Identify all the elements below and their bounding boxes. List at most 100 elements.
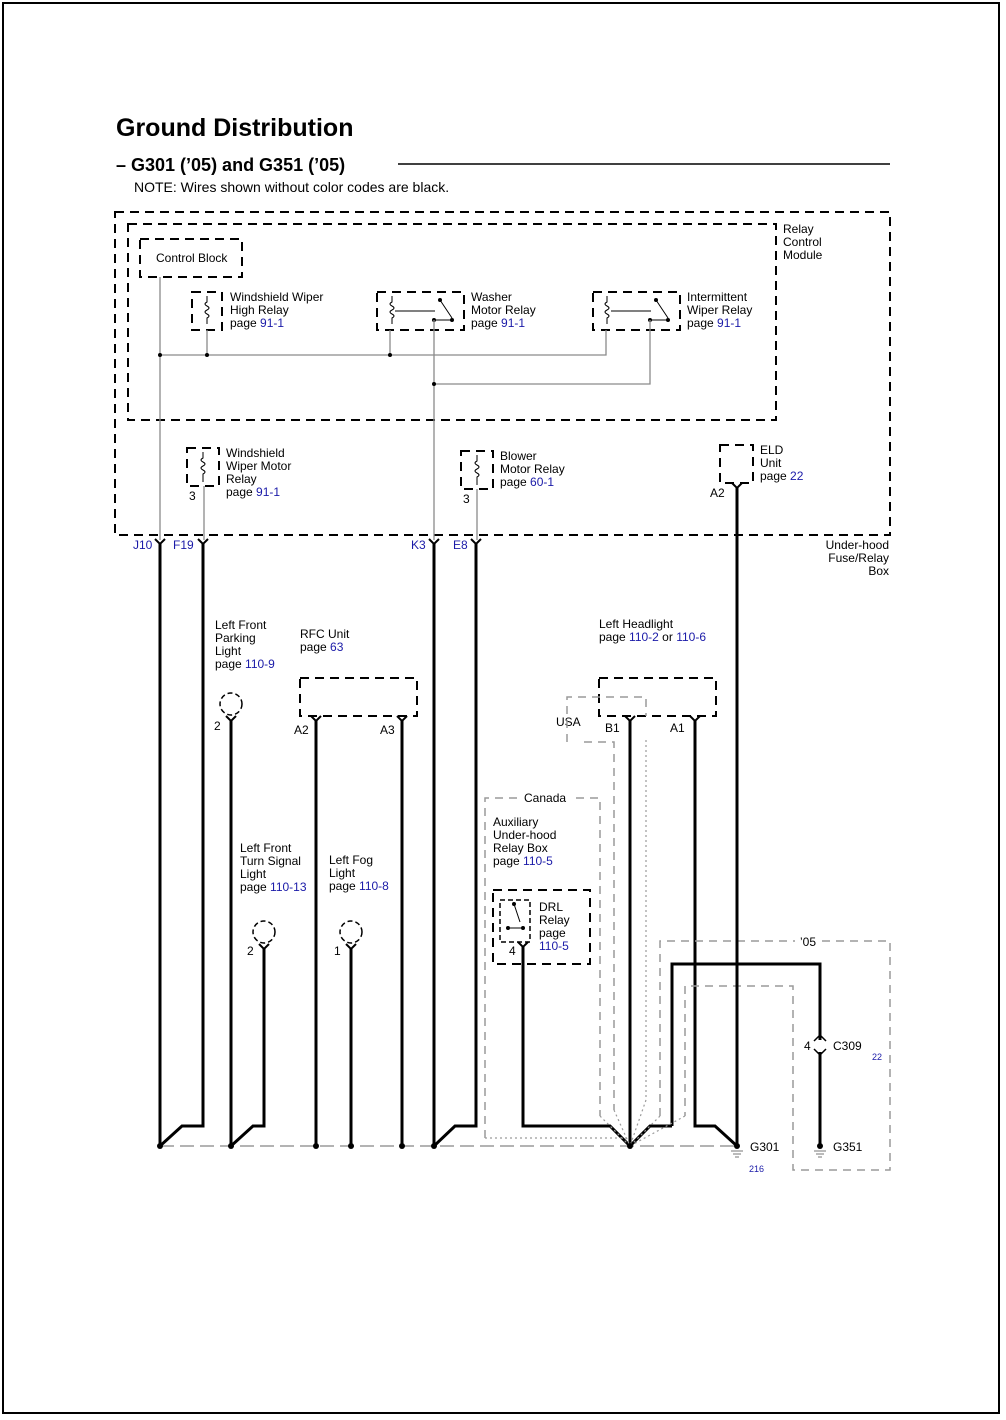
control-block-label: Control Block bbox=[156, 251, 228, 265]
ws-high-relay-label: Windshield Wiper High Relay page 91-1 bbox=[230, 290, 323, 330]
headlight-pin-a1: A1 bbox=[670, 721, 685, 735]
pin-j10: J10 bbox=[133, 538, 153, 552]
eld-unit-box bbox=[719, 444, 754, 484]
svg-text:Under-hood: Under-hood bbox=[826, 538, 889, 552]
turn-light-bulb-icon bbox=[252, 920, 276, 944]
g301-label: G301 bbox=[750, 1140, 780, 1154]
svg-text:Turn Signal: Turn Signal bbox=[240, 854, 301, 868]
usa-variant-line bbox=[584, 741, 615, 1110]
int-wiper-relay-switch-icon bbox=[611, 299, 669, 321]
svg-text:page 63: page 63 bbox=[300, 640, 344, 654]
rfc-unit-label: RFC Unit page 63 bbox=[300, 627, 350, 654]
aux-box-outline bbox=[492, 889, 591, 965]
svg-text:Module: Module bbox=[783, 248, 823, 262]
svg-text:Fuse/Relay: Fuse/Relay bbox=[828, 551, 889, 565]
int-wiper-relay-coil-icon bbox=[604, 296, 610, 324]
eld-pin: A2 bbox=[710, 486, 725, 500]
svg-text:ELD: ELD bbox=[760, 443, 784, 457]
usa-label: USA bbox=[556, 715, 581, 729]
pin-f19: F19 bbox=[173, 538, 194, 552]
svg-text:Under-hood: Under-hood bbox=[493, 828, 556, 842]
headlight-box bbox=[598, 677, 717, 717]
pin-k3: K3 bbox=[411, 538, 426, 552]
svg-text:Light: Light bbox=[329, 866, 356, 880]
canada-label: Canada bbox=[524, 791, 566, 805]
svg-text:Wiper Motor: Wiper Motor bbox=[226, 459, 291, 473]
usa-bracket bbox=[566, 696, 647, 742]
svg-text:Left Front: Left Front bbox=[215, 618, 267, 632]
headlight-a1-wire bbox=[693, 720, 739, 1148]
blower-relay-label: Blower Motor Relay page 60-1 bbox=[500, 449, 565, 489]
turn-light-wire bbox=[229, 948, 266, 1148]
svg-text:DRL: DRL bbox=[539, 900, 563, 914]
c309-page: 22 bbox=[872, 1052, 882, 1062]
variant-dotted-lines bbox=[485, 740, 686, 1147]
canada-bracket-right bbox=[576, 797, 601, 1116]
svg-text:Left Front: Left Front bbox=[240, 841, 292, 855]
turn-light-label: Left Front Turn Signal Light page 110-13 bbox=[240, 841, 307, 894]
ws-motor-relay-label: Windshield Wiper Motor Relay page 91-1 bbox=[226, 446, 291, 499]
svg-text:Relay Box: Relay Box bbox=[493, 841, 548, 855]
headlight-label: Left Headlight page 110-2 or 110-6 bbox=[599, 617, 706, 644]
ws-high-relay-coil-icon bbox=[204, 296, 210, 324]
page-subtitle: – G301 (’05) and G351 (’05) bbox=[116, 155, 345, 175]
rfc-pin-a2: A2 bbox=[294, 723, 309, 737]
svg-text:Windshield Wiper: Windshield Wiper bbox=[230, 290, 323, 304]
washer-relay-switch-icon bbox=[395, 299, 453, 321]
fog-light-bulb-icon bbox=[339, 920, 363, 944]
svg-text:Intermittent: Intermittent bbox=[687, 290, 748, 304]
g351-ground-icon bbox=[814, 1150, 826, 1158]
ws-motor-relay-coil-icon bbox=[200, 452, 206, 482]
parking-light-pin: 2 bbox=[214, 719, 221, 733]
canada-bracket-left bbox=[484, 797, 518, 1138]
svg-text:Windshield: Windshield bbox=[226, 446, 285, 460]
svg-text:page 110-2 or 110-6: page 110-2 or 110-6 bbox=[599, 630, 706, 644]
c309-name: C309 bbox=[833, 1039, 862, 1053]
g351-label: G351 bbox=[833, 1140, 863, 1154]
svg-text:Relay: Relay bbox=[539, 913, 570, 927]
svg-text:Washer: Washer bbox=[471, 290, 512, 304]
svg-text:Relay: Relay bbox=[226, 472, 257, 486]
pin-e8: E8 bbox=[453, 538, 468, 552]
underhood-box-outline bbox=[114, 211, 891, 536]
svg-text:page 91-1: page 91-1 bbox=[230, 316, 284, 330]
ground-wires-left bbox=[158, 544, 478, 1148]
underhood-box-label: Under-hood Fuse/Relay Box bbox=[826, 538, 889, 578]
svg-text:Motor Relay: Motor Relay bbox=[500, 462, 565, 476]
svg-text:page: page bbox=[539, 926, 566, 940]
svg-text:Auxiliary: Auxiliary bbox=[493, 815, 538, 829]
svg-text:Motor Relay: Motor Relay bbox=[471, 303, 536, 317]
svg-text:Unit: Unit bbox=[760, 456, 782, 470]
washer-relay-label: Washer Motor Relay page 91-1 bbox=[471, 290, 536, 330]
aux-box-label: Auxiliary Under-hood Relay Box page 110-… bbox=[493, 815, 556, 868]
eld-unit-label: ELD Unit page 22 bbox=[760, 443, 804, 483]
drl-relay-box bbox=[499, 899, 531, 943]
svg-text:page 110-13: page 110-13 bbox=[240, 880, 307, 894]
fog-light-label: Left Fog Light page 110-8 bbox=[329, 853, 389, 893]
ws-motor-relay-box bbox=[186, 447, 220, 487]
drl-relay-label: DRL Relay page 110-5 bbox=[539, 900, 570, 953]
parking-light-bulb-icon bbox=[219, 692, 243, 716]
svg-text:page 22: page 22 bbox=[760, 469, 804, 483]
svg-text:Left Headlight: Left Headlight bbox=[599, 617, 674, 631]
turn-light-pin: 2 bbox=[247, 944, 254, 958]
note-text: NOTE: Wires shown without color codes ar… bbox=[134, 179, 449, 195]
rfc-pin-a3: A3 bbox=[380, 723, 395, 737]
svg-text:Parking: Parking bbox=[215, 631, 256, 645]
svg-text:page 60-1: page 60-1 bbox=[500, 475, 554, 489]
washer-relay-box bbox=[376, 291, 465, 331]
rfc-unit-box bbox=[299, 677, 418, 717]
g301-page: 216 bbox=[749, 1164, 764, 1174]
drl-relay-switch-icon bbox=[508, 903, 523, 929]
control-block-box bbox=[139, 238, 243, 278]
blower-relay-box bbox=[460, 450, 494, 490]
svg-text:page 91-1: page 91-1 bbox=[687, 316, 741, 330]
svg-text:Wiper Relay: Wiper Relay bbox=[687, 303, 752, 317]
svg-text:Relay: Relay bbox=[783, 222, 814, 236]
int-wiper-relay-label: Intermittent Wiper Relay page 91-1 bbox=[687, 290, 752, 330]
svg-text:page 91-1: page 91-1 bbox=[226, 485, 280, 499]
year-05-label: ’05 bbox=[800, 935, 816, 949]
ground-junction-dots bbox=[157, 1143, 823, 1149]
